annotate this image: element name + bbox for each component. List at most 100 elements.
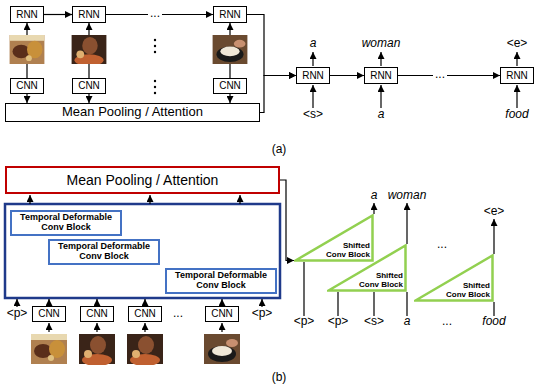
cell-label: CNN	[134, 308, 156, 320]
padding-arrow	[261, 299, 262, 307]
block-label: Temporal Deformable Conv Block	[53, 242, 155, 262]
input-line	[373, 292, 374, 316]
vertical-dots	[154, 39, 156, 94]
rnn-cell: RNN	[72, 6, 106, 23]
padding-token: <p>	[7, 307, 28, 320]
padding-arrow	[16, 299, 17, 307]
block-label: Shifted Conv Block	[446, 281, 490, 299]
frame-arrow	[48, 323, 49, 332]
output-token: <e>	[507, 37, 528, 50]
cell-label: CNN	[219, 80, 241, 92]
output-word: a	[310, 37, 317, 50]
cell-label: CNN	[16, 80, 38, 92]
tdc-block: Temporal Deformable Conv Block	[48, 239, 160, 265]
cell-label: RNN	[78, 9, 100, 21]
feature-arrow	[48, 299, 49, 306]
shifted-conv-block: Shifted Conv Block	[294, 214, 374, 262]
input-line	[493, 302, 494, 316]
cnn-box: CNN	[32, 306, 66, 322]
output-word: a	[371, 189, 378, 202]
video-frame	[72, 35, 107, 66]
cell-label: RNN	[219, 9, 241, 21]
video-frame	[127, 334, 163, 366]
cnn-box: CNN	[10, 78, 44, 94]
video-frame	[31, 334, 67, 364]
cnn-box: CNN	[80, 306, 114, 322]
subfigure-label: (a)	[272, 143, 287, 156]
block-label: Shifted Conv Block	[326, 241, 370, 259]
input-token: <s>	[303, 108, 323, 121]
output-arrow	[516, 52, 517, 66]
padding-token: <p>	[328, 315, 349, 328]
output-token: <e>	[484, 205, 505, 218]
dot	[154, 45, 156, 47]
rnn-cell: RNN	[213, 6, 247, 23]
shifted-conv-block: Shifted Conv Block	[414, 254, 494, 302]
frame-arrow	[144, 323, 145, 332]
connector	[280, 180, 294, 261]
ellipsis: ...	[173, 307, 183, 320]
rnn-cell: RNN	[10, 6, 44, 23]
cell-label: RNN	[370, 70, 392, 82]
cell-label: CNN	[211, 308, 233, 320]
ellipsis: ...	[437, 238, 447, 251]
connector	[26, 94, 27, 103]
frame-arrow	[221, 323, 222, 332]
ellipsis: ...	[442, 315, 452, 328]
triangle-shape	[296, 216, 373, 261]
output-word: woman	[362, 37, 401, 50]
encoder-arrow	[149, 195, 150, 204]
cnn-box: CNN	[205, 306, 239, 322]
feature-arrow	[144, 299, 145, 306]
ellipsis: ...	[433, 68, 447, 81]
connector	[260, 76, 296, 113]
cell-label: CNN	[78, 80, 100, 92]
input-word: food	[482, 315, 505, 328]
subfigure-label: (b)	[272, 371, 287, 384]
connector	[229, 94, 230, 103]
dot	[154, 92, 156, 94]
pooling-box: Mean Pooling / Attention	[5, 166, 280, 194]
rnn-cell: RNN	[296, 67, 330, 84]
connector	[330, 75, 364, 76]
input-word: a	[404, 315, 411, 328]
input-line	[406, 292, 407, 316]
output-word: woman	[388, 189, 427, 202]
output-arrow	[406, 203, 407, 244]
dot	[154, 80, 156, 82]
tdc-block: Temporal Deformable Conv Block	[10, 210, 122, 236]
cell-label: CNN	[86, 308, 108, 320]
input-word: a	[378, 108, 385, 121]
feature-arrow	[221, 299, 222, 306]
dot	[154, 86, 156, 88]
rnn-cell: RNN	[500, 67, 534, 84]
block-label: Shifted Conv Block	[359, 271, 403, 289]
ellipsis: ...	[148, 7, 162, 20]
encoder-frame	[5, 204, 280, 298]
connector	[88, 94, 89, 103]
cnn-box: CNN	[72, 78, 106, 94]
dot	[154, 39, 156, 41]
dot	[154, 51, 156, 53]
encoder-arrow	[29, 195, 30, 204]
input-arrow	[380, 85, 381, 108]
output-arrow	[380, 52, 381, 66]
triangle-shape	[329, 246, 406, 291]
pooling-label: Mean Pooling / Attention	[62, 105, 203, 120]
shifted-conv-block: Shifted Conv Block	[327, 244, 407, 292]
cell-label: RNN	[302, 70, 324, 82]
cnn-box: CNN	[213, 78, 247, 94]
pooling-box: Mean Pooling / Attention	[5, 103, 260, 122]
encoder-arrow	[239, 195, 240, 204]
rnn-cell: RNN	[364, 67, 398, 84]
output-arrow	[373, 203, 374, 214]
output-arrow	[493, 219, 494, 254]
triangle-shape	[416, 256, 493, 301]
cnn-box: CNN	[128, 306, 162, 322]
connector	[398, 75, 500, 76]
block-label: Temporal Deformable Conv Block	[170, 271, 272, 291]
tdc-block: Temporal Deformable Conv Block	[165, 268, 277, 294]
block-label: Temporal Deformable Conv Block	[15, 213, 117, 233]
input-line	[337, 292, 338, 316]
